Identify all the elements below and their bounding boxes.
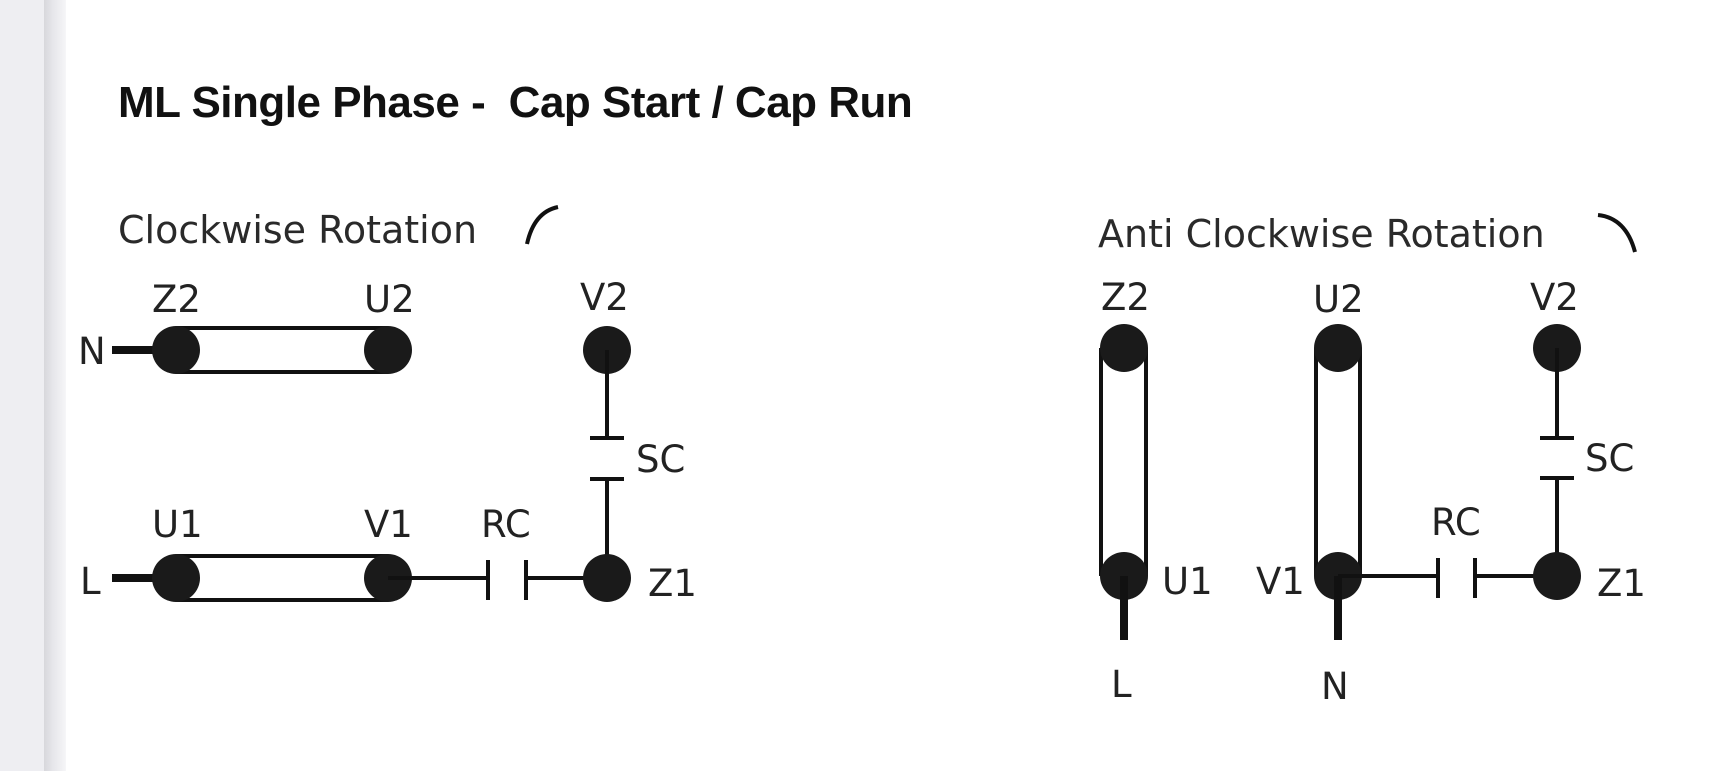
cw-label-n: N <box>78 330 106 373</box>
acw-terminal-z2 <box>1100 324 1148 372</box>
cw-label-u2: U2 <box>364 278 415 321</box>
cw-label-l: L <box>80 560 101 603</box>
anticlockwise-arc-icon <box>1597 213 1637 253</box>
anticlockwise-heading: Anti Clockwise Rotation <box>1098 212 1545 256</box>
cw-label-u1: U1 <box>152 503 203 546</box>
cw-terminal-z1 <box>583 554 631 602</box>
clockwise-arc-icon <box>525 205 559 245</box>
acw-label-sc: SC <box>1585 437 1634 480</box>
cw-terminal-u2 <box>364 326 412 374</box>
cw-terminal-u1 <box>152 554 200 602</box>
acw-terminal-z1 <box>1533 552 1581 600</box>
cw-label-z1: Z1 <box>648 562 697 605</box>
cw-label-v2: V2 <box>580 276 629 319</box>
clockwise-heading: Clockwise Rotation <box>118 208 477 252</box>
diagram-title: ML Single Phase - Cap Start / Cap Run <box>118 78 913 127</box>
acw-label-v2: V2 <box>1530 276 1579 319</box>
acw-terminal-u2 <box>1314 324 1362 372</box>
acw-label-n: N <box>1321 665 1349 708</box>
cw-label-sc: SC <box>636 438 685 481</box>
acw-label-v1: V1 <box>1256 560 1305 603</box>
acw-label-u2: U2 <box>1313 278 1364 321</box>
acw-label-l: L <box>1111 663 1132 706</box>
left-divider <box>44 0 66 771</box>
cw-label-rc: RC <box>481 503 531 546</box>
acw-label-z1: Z1 <box>1597 562 1646 605</box>
acw-label-z2: Z2 <box>1101 276 1150 319</box>
cw-label-v1: V1 <box>364 503 413 546</box>
clockwise-diagram: Clockwise Rotation Z2 U2 V2 N SC U1 V1 R… <box>78 205 697 605</box>
left-gutter <box>0 0 44 771</box>
acw-label-rc: RC <box>1431 501 1481 544</box>
cw-terminal-z2 <box>152 326 200 374</box>
cw-label-z2: Z2 <box>152 278 201 321</box>
anticlockwise-diagram: Anti Clockwise Rotation Z2 U2 V2 U1 L V1… <box>1098 212 1646 708</box>
acw-label-u1: U1 <box>1162 560 1213 603</box>
